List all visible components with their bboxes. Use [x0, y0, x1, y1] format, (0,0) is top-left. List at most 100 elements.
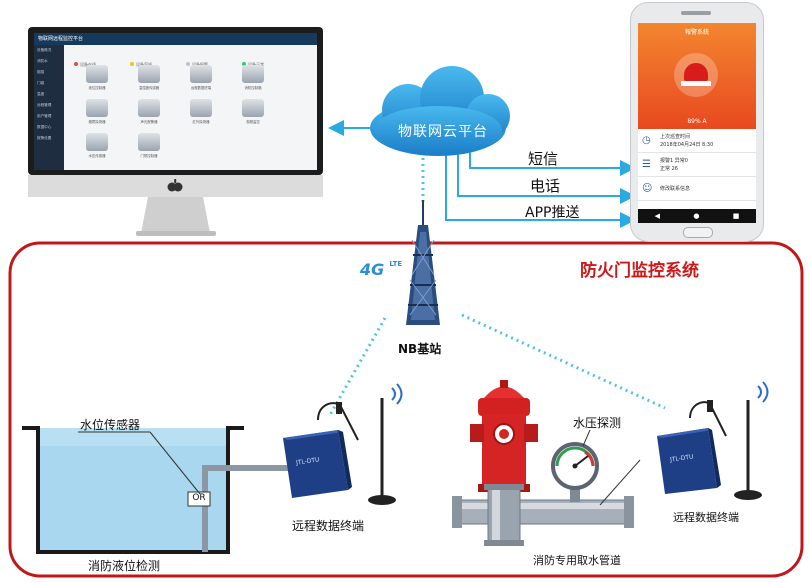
phone-home-button[interactable]	[683, 227, 713, 238]
tower-icon	[406, 200, 440, 325]
device-image-icon	[86, 65, 108, 83]
device-image-icon	[242, 65, 264, 83]
app-push-label: APP推送	[525, 205, 580, 221]
list-icon: ☰	[642, 159, 651, 170]
legend-dot-icon	[74, 62, 78, 66]
tower-to-right-dots	[461, 313, 666, 410]
cloud-shape	[370, 66, 510, 156]
left-terminal-caption: 远程数据终端	[292, 519, 365, 533]
sidebar-item[interactable]: 温度	[37, 92, 45, 96]
monitor-header: 物联网远程监控平台	[34, 33, 317, 45]
device-label: 远程数据终端	[190, 86, 212, 90]
back-icon[interactable]: ◀	[654, 212, 661, 220]
tower-label: NB基站	[398, 342, 442, 356]
device-label: 视频监控	[246, 120, 260, 124]
lte-badge-sub: LTE	[389, 260, 403, 268]
apple-logo-icon	[167, 179, 183, 192]
device-card[interactable]: 温湿度传感器	[126, 65, 172, 95]
sidebar-item[interactable]: 门磁	[37, 81, 45, 85]
phone-call-label: 电话	[530, 177, 561, 195]
device-card[interactable]: 消防控制箱	[230, 65, 276, 95]
monitor-sidebar: 设备概况消防水烟感门磁温度远程管理用户管理数据中心报警设置	[34, 45, 64, 170]
device-label: 门禁控制器	[140, 154, 158, 158]
home-icon[interactable]: ●	[693, 212, 700, 220]
fire-hydrant	[470, 380, 538, 492]
device-card[interactable]: 烟雾探测器	[74, 99, 120, 129]
legend-dot-icon	[186, 62, 190, 66]
legend-label: 设备离线	[136, 62, 152, 67]
device-label: 水压传感器	[88, 154, 106, 158]
sidebar-item[interactable]: 设备概况	[37, 48, 52, 52]
clock-icon: ◷	[642, 135, 651, 146]
device-label: 液位控制器	[88, 86, 106, 90]
device-label: 红外探测器	[192, 120, 210, 124]
4g-badge-main: 4G	[360, 260, 385, 279]
device-card[interactable]: 红外探测器	[178, 99, 224, 129]
system-title: 防火门监控系统	[580, 261, 699, 281]
device-image-icon	[86, 99, 108, 117]
legend-dot-icon	[242, 62, 246, 66]
phone-nav-bar: ◀ ● ■	[638, 209, 756, 223]
legend-label: 设备报警	[192, 62, 208, 67]
recent-icon[interactable]: ■	[732, 212, 740, 220]
phone-info-row[interactable]: ☺ 修改联系信息	[638, 177, 756, 201]
tank-caption: 消防液位检测	[88, 559, 161, 573]
phone-header-title: 報警系統	[684, 29, 709, 36]
monitor: 物联网远程监控平台 设备概况消防水烟感门磁温度远程管理用户管理数据中心报警设置 …	[28, 27, 323, 239]
device-card[interactable]: 门禁控制器	[126, 133, 172, 163]
monitor-header-text: 物联网远程监控平台	[38, 36, 84, 42]
4g-lte-badge: 4G LTE	[360, 260, 410, 284]
sidebar-item[interactable]: 烟感	[37, 70, 45, 74]
phone-row-line1: 报警1 异常0	[660, 157, 688, 164]
right-terminal-device	[657, 381, 769, 500]
sidebar-item[interactable]: 数据中心	[37, 125, 52, 129]
legend-item: 设备正常	[242, 62, 298, 68]
device-image-icon	[86, 133, 108, 151]
phone-row-line1: 上次巡查时间	[660, 133, 691, 140]
device-label: 声光报警器	[140, 120, 158, 124]
right-terminal-caption: 远程数据终端	[673, 511, 739, 524]
phone-row-line1: 修改联系信息	[660, 185, 691, 192]
gauge-label: 水压探测	[573, 416, 622, 430]
device-card[interactable]: 远程数据终端	[178, 65, 224, 95]
device-card[interactable]: 视频监控	[230, 99, 276, 129]
pipeline-caption: 消防专用取水管道	[533, 554, 621, 567]
system-frame	[8, 241, 804, 578]
sidebar-item[interactable]: 用户管理	[37, 114, 52, 118]
alarm-light-icon	[674, 53, 718, 97]
phone-speaker	[681, 11, 711, 15]
legend-label: 设备在线	[80, 62, 96, 67]
sidebar-item[interactable]: 远程管理	[37, 103, 52, 107]
device-image-icon	[190, 99, 212, 117]
phone-arrow	[457, 150, 636, 204]
sensor-label: 水位传感器	[80, 418, 141, 432]
sidebar-item[interactable]: 报警设置	[37, 136, 52, 140]
monitor-legend: 设备在线 设备离线 设备报警 设备正常	[74, 51, 313, 67]
sensor-tag: OR	[192, 493, 206, 503]
sms-arrow	[469, 150, 636, 176]
legend-item: 设备报警	[186, 62, 242, 68]
left-terminal-device	[283, 383, 403, 505]
pressure-gauge	[551, 429, 641, 506]
device-card[interactable]: 声光报警器	[126, 99, 172, 129]
legend-dot-icon	[130, 62, 134, 66]
device-label: 烟雾探测器	[88, 120, 106, 124]
device-card[interactable]: 液位控制器	[74, 65, 120, 95]
device-card[interactable]: 水压传感器	[74, 133, 120, 163]
device-image-icon	[138, 65, 160, 83]
device-label: 消防控制箱	[244, 86, 262, 90]
phone-row-text: 修改联系信息	[660, 185, 690, 193]
device-image-icon	[138, 99, 160, 117]
sidebar-item[interactable]: 消防水	[37, 59, 48, 63]
user-icon: ☺	[642, 183, 653, 194]
legend-item: 设备在线	[74, 62, 130, 68]
app-arrow	[445, 150, 636, 228]
device-label: 温湿度传感器	[138, 86, 160, 90]
